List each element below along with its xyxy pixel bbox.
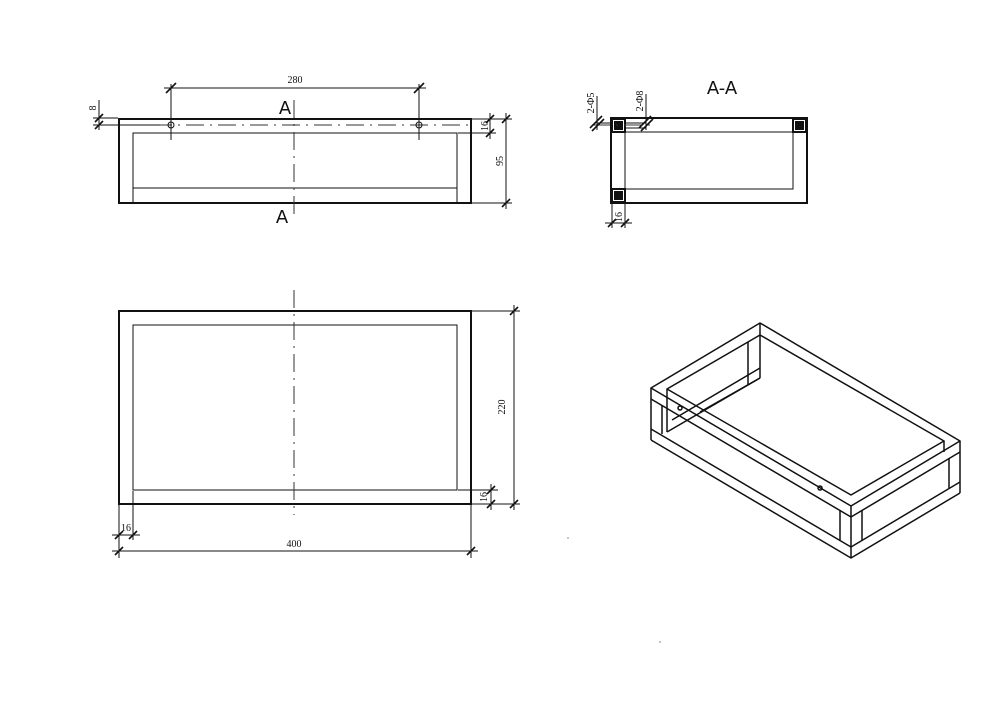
dim-16s-text: 16	[614, 212, 625, 222]
dim-220-text: 220	[497, 400, 508, 415]
dim-phi5-tick-b	[591, 118, 605, 132]
isometric-view	[650, 322, 961, 559]
dim-16tl-tick-right	[128, 530, 138, 540]
dim-16tl-tick-left	[114, 530, 124, 540]
front-inner-opening	[132, 132, 458, 204]
dim-95-text: 95	[495, 156, 506, 166]
dim-16r-tick-top	[485, 114, 495, 124]
dim-95-tick-top	[501, 114, 511, 124]
tube-section-top-right-fill	[795, 121, 804, 130]
top-inner-opening	[132, 324, 458, 491]
section-marker-top: A	[279, 98, 292, 119]
tube-section-top-left-fill	[614, 121, 623, 130]
iso-inner-floor-line	[699, 377, 761, 413]
iso-bottom-outer	[650, 439, 961, 559]
section-marker-bottom: A	[276, 207, 289, 228]
top-view: 220 16 16 400	[112, 290, 520, 558]
dim-400-tick-right	[466, 546, 476, 556]
tube-section-top-right	[792, 118, 807, 133]
front-view: 280 8 16 95 A A	[88, 75, 512, 228]
dim-220-tick-top	[509, 306, 519, 316]
dim-phi8-tick-a	[638, 115, 652, 129]
iso-mounting-hole-1	[677, 405, 683, 411]
dim-220-tick-bottom	[509, 499, 519, 509]
iso-mounting-hole-2	[817, 485, 823, 491]
dim-95-tick-bottom	[501, 198, 511, 208]
dim-8-text: 8	[88, 106, 99, 111]
dim-280-tick-right	[413, 82, 425, 94]
dim-16s-tick-left	[607, 218, 617, 228]
iso-inner-back-rail	[671, 367, 761, 421]
dim-16tr-text: 16	[479, 492, 490, 502]
dim-16s-tick-right	[620, 218, 630, 228]
iso-bottom-rail-upper-edge-left	[650, 428, 852, 548]
section-title: A-A	[707, 78, 738, 99]
section-outer-frame	[610, 117, 808, 204]
dim-phi8-text: 2-Φ8	[635, 91, 646, 112]
dim-400-tick-left	[114, 546, 124, 556]
section-inner-opening	[624, 131, 794, 190]
iso-top-rail-lower-edge-right	[850, 451, 961, 518]
top-outer-frame	[118, 310, 472, 505]
iso-top-rail-lower-edge-left	[650, 398, 852, 518]
dim-8-tick-bottom	[94, 120, 104, 130]
dim-phi8-tick-b	[640, 118, 654, 132]
dim-16r-tick-bottom	[485, 128, 495, 138]
tube-section-bottom-left-fill	[614, 191, 623, 200]
dim-phi5-tick-a	[589, 115, 603, 129]
dim-16tr-tick-bottom	[486, 499, 496, 509]
dim-280-tick-left	[165, 82, 177, 94]
stray-dot-1	[567, 537, 569, 539]
iso-top-inner	[666, 334, 945, 496]
dim-16r-text: 16	[480, 121, 491, 131]
dim-16tl-text: 16	[121, 523, 131, 534]
iso-bottom-rail-upper-edge-right	[850, 481, 961, 548]
dim-16tr-tick-top	[486, 485, 496, 495]
stray-dot-2	[659, 641, 661, 643]
tube-section-bottom-left	[611, 188, 626, 203]
dim-8-tick-top	[94, 113, 104, 123]
section-view-a-a: A-A 2-Φ5 2-Φ8 16	[586, 78, 808, 228]
dim-400-text: 400	[287, 539, 302, 550]
dim-280-text: 280	[288, 75, 303, 86]
dim-phi5-text: 2-Φ5	[586, 93, 597, 114]
front-outer-frame	[118, 118, 472, 204]
